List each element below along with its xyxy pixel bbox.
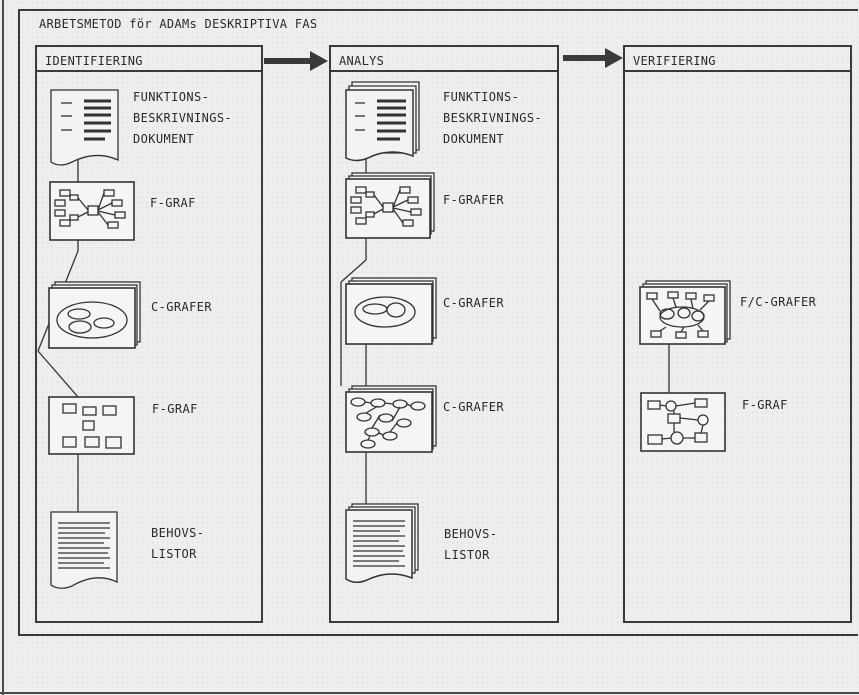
label-behovslistor: BEHOVS-LISTOR [444,524,497,566]
context-graph-stack-icon [346,278,436,344]
context-graph-stack-icon [49,282,140,348]
label-behovslistor: BEHOVS-LISTOR [151,523,204,565]
label-c-grafer: C-GRAFER [443,293,504,314]
list-document-icon [51,512,117,588]
label-f-grafer: F-GRAFER [443,190,504,211]
label-funktionsbeskrivningsdokument: FUNKTIONS-BESKRIVNINGS-DOKUMENT [443,87,542,150]
context-graph-stack-icon [346,386,436,452]
function-graph-stack-icon [346,173,434,238]
label-f-graf: F-GRAF [150,193,196,214]
label-c-grafer: C-GRAFER [151,297,212,318]
combined-graph-stack-icon [640,281,730,344]
label-f-graf: F-GRAF [742,395,788,416]
function-graph-icon [641,393,725,451]
function-graph-icon [50,182,134,240]
label-f-c-grafer: F/C-GRAFER [740,292,816,313]
label-c-grafer: C-GRAFER [443,397,504,418]
document-icon [51,90,118,165]
list-document-stack-icon [346,504,418,582]
label-f-graf: F-GRAF [152,399,198,420]
function-graph-icon [49,397,134,454]
document-stack-icon [346,82,419,161]
label-funktionsbeskrivningsdokument: FUNKTIONS-BESKRIVNINGS-DOKUMENT [133,87,232,150]
